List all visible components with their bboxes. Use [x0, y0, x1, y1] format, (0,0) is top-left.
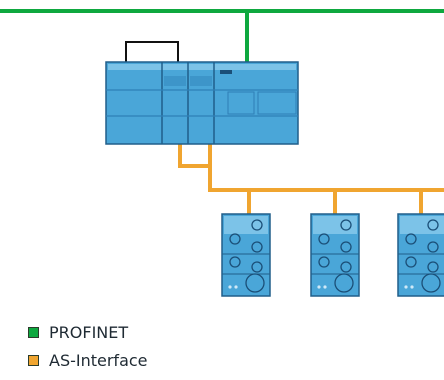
- legend-item-profinet: PROFINET: [28, 323, 128, 342]
- as-i-module-3: [397, 213, 444, 297]
- controller-rack: [105, 61, 299, 145]
- legend-label-as-interface: AS-Interface: [49, 351, 148, 370]
- as-interface-wiring: [178, 142, 444, 214]
- legend-item-as-interface: AS-Interface: [28, 351, 148, 370]
- controller-top-bracket: [125, 41, 179, 62]
- as-i-module-2: [310, 213, 360, 297]
- as-i-module-1: [221, 213, 271, 297]
- legend-label-profinet: PROFINET: [49, 323, 129, 342]
- as-interface-swatch: [28, 355, 39, 366]
- profinet-swatch: [28, 327, 39, 338]
